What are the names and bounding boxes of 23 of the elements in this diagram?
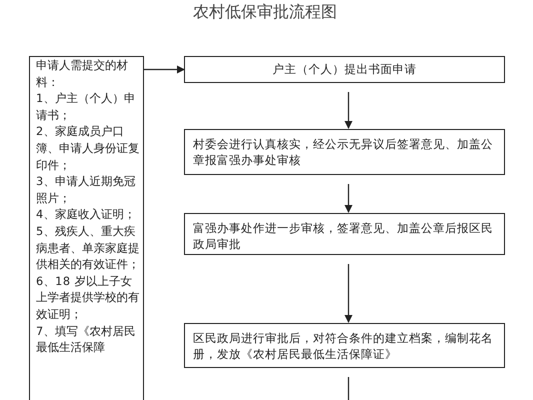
- connector-line: [348, 377, 350, 400]
- arrow: [344, 92, 352, 129]
- list-item: 6、18 岁以上子女上学者提供学校的有效证明；: [36, 274, 140, 323]
- title: 农村低保审批流程图: [192, 2, 338, 23]
- process-box: [184, 56, 505, 83]
- arrow: [344, 264, 352, 323]
- arrow: [144, 66, 185, 74]
- box-text: 户主（个人）提出书面申请: [272, 61, 418, 77]
- process-box: [184, 323, 505, 368]
- box-text: 区民政局进行审批后，对符合条件的建立档案，编制花名册，发放《农村居民最低生活保障证》: [193, 330, 494, 362]
- list-item: 3、申请人近期免冠照片；: [36, 174, 137, 207]
- box-text: 村委会进行认真核实，经公示无异议后签署意见、加盖公章报富强办事处审核: [193, 136, 494, 168]
- list-item: 7、填写《农村居民最低生活保障: [36, 324, 137, 356]
- list-item: 1、户主（个人）申请书；: [36, 91, 137, 124]
- list-item: 申请人需提交的材料：: [36, 58, 129, 91]
- list-item: 5、残疾人、重大疾病患者、单亲家庭提供相关的有效证件；: [36, 224, 140, 274]
- list-item: 4、家庭收入证明；: [36, 207, 137, 224]
- process-box: [184, 213, 505, 255]
- requirements-box: [29, 56, 144, 400]
- box-text: 富强办事处作进一步审核，签署意见、加盖公章后报区民政局审批: [193, 220, 494, 252]
- list-item: 2、家庭成员户口簿、申请人身份证复印件；: [36, 124, 140, 174]
- process-box: [184, 129, 505, 175]
- arrow: [344, 184, 352, 213]
